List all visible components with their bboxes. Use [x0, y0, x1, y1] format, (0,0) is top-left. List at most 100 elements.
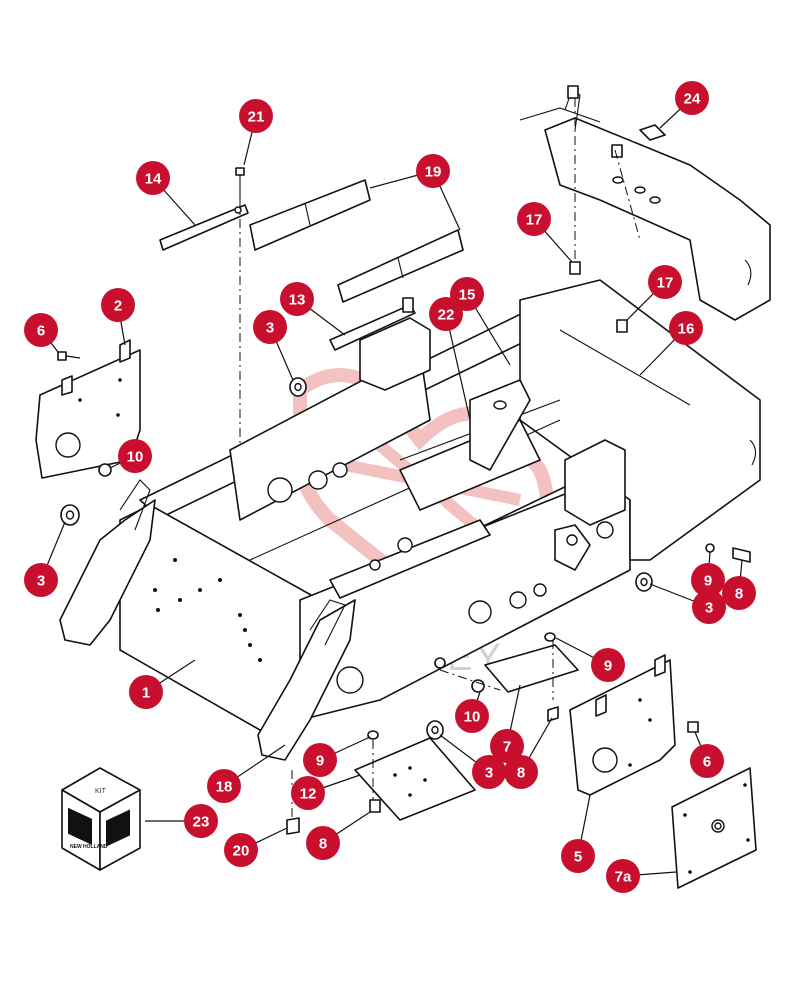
- callout-number: 3: [266, 320, 274, 337]
- callout-number: 16: [678, 321, 695, 338]
- callout-3: 3: [24, 563, 58, 597]
- callout-23: 23: [184, 804, 218, 838]
- callout-number: 19: [425, 164, 442, 181]
- callout-number: 3: [705, 600, 713, 617]
- callout-circle: [24, 313, 58, 347]
- callout-circle: [722, 576, 756, 610]
- callout-circle: [472, 755, 506, 789]
- callout-circle: [239, 99, 273, 133]
- callout-8: 8: [722, 576, 756, 610]
- callout-number: 24: [684, 91, 701, 108]
- callout-number: 6: [37, 323, 45, 340]
- callout-2: 2: [101, 288, 135, 322]
- callout-3: 3: [692, 590, 726, 624]
- callout-12: 12: [291, 776, 325, 810]
- callout-18: 18: [207, 769, 241, 803]
- strap-14: [159, 167, 249, 470]
- callout-number: 7a: [615, 869, 632, 886]
- callout-9: 9: [303, 743, 337, 777]
- callout-circle: [504, 755, 538, 789]
- callout-circle: [136, 161, 170, 195]
- callout-number: 13: [289, 292, 306, 309]
- callout-3: 3: [472, 755, 506, 789]
- callout-3: 3: [253, 310, 287, 344]
- callout-number: 1: [142, 685, 150, 702]
- callout-number: 23: [193, 814, 210, 831]
- callout-circle: [207, 769, 241, 803]
- callout-circle: [429, 297, 463, 331]
- access-plate-7a: [671, 767, 757, 889]
- callout-circle: [280, 282, 314, 316]
- access-plate-7: [484, 644, 579, 693]
- callout-number: 17: [657, 275, 674, 292]
- callout-circle: [561, 839, 595, 873]
- plate-12: [354, 737, 476, 821]
- callout-17: 17: [648, 265, 682, 299]
- callout-circle: [101, 288, 135, 322]
- side-plate-2: [35, 339, 141, 479]
- callout-1: 1: [129, 675, 163, 709]
- callout-number: 12: [300, 786, 317, 803]
- callout-circle: [591, 648, 625, 682]
- callout-number: 8: [319, 836, 327, 853]
- callout-8: 8: [504, 755, 538, 789]
- callout-6: 6: [690, 744, 724, 778]
- callout-22: 22: [429, 297, 463, 331]
- callout-13: 13: [280, 282, 314, 316]
- callout-circle: [455, 699, 489, 733]
- callout-number: 8: [735, 586, 743, 603]
- callout-number: 7: [503, 739, 511, 756]
- callout-circle: [517, 202, 551, 236]
- rear-upper-bracket: [519, 85, 771, 321]
- callout-16: 16: [669, 311, 703, 345]
- callout-24: 24: [675, 81, 709, 115]
- callout-number: 18: [216, 779, 233, 796]
- wear-blocks-19: [249, 179, 464, 303]
- callout-number: 3: [37, 573, 45, 590]
- callout-circle: [675, 81, 709, 115]
- callout-number: 6: [703, 754, 711, 771]
- callout-10: 10: [455, 699, 489, 733]
- callout-19: 19: [416, 154, 450, 188]
- callout-circle: [416, 154, 450, 188]
- kit-label: KIT: [95, 788, 107, 795]
- callout-10: 10: [118, 439, 152, 473]
- callout-number: 10: [464, 709, 481, 726]
- callout-circle: [648, 265, 682, 299]
- corner-brackets: [359, 317, 626, 571]
- callout-number: 15: [459, 287, 476, 304]
- callout-circle: [606, 859, 640, 893]
- callout-circle: [129, 675, 163, 709]
- kit-brand-text: NEW HOLLAND: [70, 844, 108, 850]
- callout-circle: [306, 826, 340, 860]
- callout-number: 8: [517, 765, 525, 782]
- callout-number: 20: [233, 843, 250, 860]
- hardware: [60, 261, 751, 835]
- callout-circle: [490, 729, 524, 763]
- side-plate-5: [569, 654, 699, 796]
- callout-21: 21: [239, 99, 273, 133]
- callout-7a: 7a: [606, 859, 640, 893]
- callout-9: 9: [591, 648, 625, 682]
- callout-circle: [691, 563, 725, 597]
- callout-circle: [253, 310, 287, 344]
- callout-number: 3: [485, 765, 493, 782]
- callout-circle: [303, 743, 337, 777]
- callout-6: 6: [24, 313, 58, 347]
- callout-20: 20: [224, 833, 258, 867]
- callout-number: 9: [704, 573, 712, 590]
- callout-circle: [291, 776, 325, 810]
- callout-circle: [690, 744, 724, 778]
- callout-14: 14: [136, 161, 170, 195]
- callout-circle: [118, 439, 152, 473]
- callout-number: 9: [604, 658, 612, 675]
- callout-circle: [24, 563, 58, 597]
- callout-17: 17: [517, 202, 551, 236]
- callout-8: 8: [306, 826, 340, 860]
- callout-circle: [184, 804, 218, 838]
- callout-7: 7: [490, 729, 524, 763]
- callout-number: 10: [127, 449, 144, 466]
- ram-18: [59, 479, 356, 761]
- callout-number: 21: [248, 109, 265, 126]
